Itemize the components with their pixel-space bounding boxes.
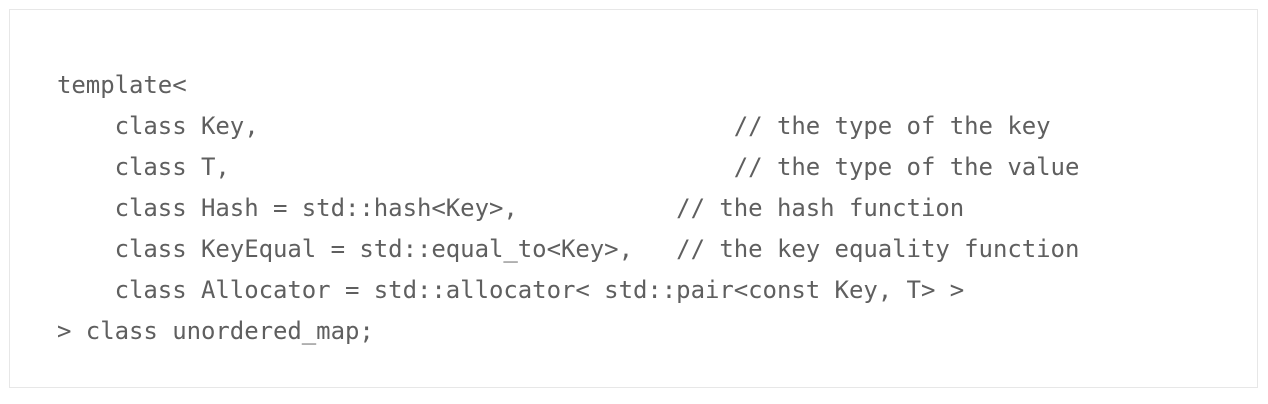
code-line-7: > class unordered_map; [57,317,374,345]
code-block[interactable]: template< class Key, // the type of the … [57,65,1079,352]
code-line-1: template< [57,71,187,99]
code-line-6: class Allocator = std::allocator< std::p… [57,276,965,304]
code-line-4: class Hash = std::hash<Key>, // the hash… [57,194,965,222]
code-line-5: class KeyEqual = std::equal_to<Key>, // … [57,235,1080,263]
code-line-3: class T, // the type of the value [57,153,1080,181]
code-content: template< class Key, // the type of the … [57,65,1079,352]
code-line-2: class Key, // the type of the key [57,112,1051,140]
code-snippet-card: template< class Key, // the type of the … [9,9,1258,388]
